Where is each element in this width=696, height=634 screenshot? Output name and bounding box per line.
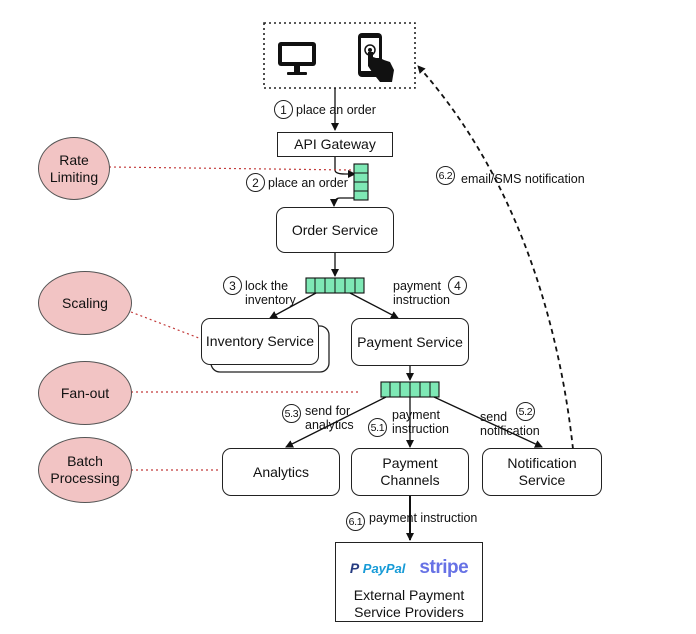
step-label-5-3: send for analytics [305,404,354,432]
stripe-logo: stripe [419,557,469,578]
concept-rate-limiting: Rate Limiting [38,137,110,200]
step-label-1: place an order [296,103,376,117]
step-number-6-1: 6.1 [346,512,365,531]
order-event-queue [305,277,365,294]
analytics-node: Analytics [222,448,340,496]
step-number-1: 1 [274,100,293,119]
step-number-6-2: 6.2 [436,166,455,185]
step-label-5-2: send notification [480,410,540,438]
concept-batch-processing: Batch Processing [38,437,132,503]
step-number-5-1: 5.1 [368,418,387,437]
api-gateway-node: API Gateway [277,132,393,157]
payment-service-node: Payment Service [351,318,469,366]
inventory-service-node: Inventory Service [201,318,319,365]
step-number-4: 4 [448,276,467,295]
step-number-5-2: 5.2 [516,402,535,421]
step-label-2: place an order [268,176,348,190]
monitor-icon [278,42,316,75]
paypal-logo: P PayPal [349,560,406,576]
payment-channels-node: Payment Channels [351,448,469,496]
order-queue [353,163,369,201]
payment-event-queue [380,381,440,398]
step-label-4: payment instruction [393,279,450,307]
notification-service-node: Notification Service [482,448,602,496]
step-label-6-1: payment instruction [369,511,478,525]
step-number-5-3: 5.3 [282,404,301,423]
step-label-3: lock the inventory [245,279,296,307]
concept-fan-out: Fan-out [38,361,132,425]
smartphone-touch-icon [358,33,394,82]
concept-scaling: Scaling [38,271,132,335]
step-label-5-1: payment instruction [392,408,449,436]
order-service-node: Order Service [276,207,394,253]
external-providers-node: P PayPal stripe External Payment Service… [335,542,483,622]
step-number-2: 2 [246,173,265,192]
step-label-6-2: email/SMS notification [461,172,585,186]
external-providers-label: External Payment Service Providers [353,587,465,620]
step-number-3: 3 [223,276,242,295]
payment-provider-logos: P PayPal stripe [336,557,482,579]
